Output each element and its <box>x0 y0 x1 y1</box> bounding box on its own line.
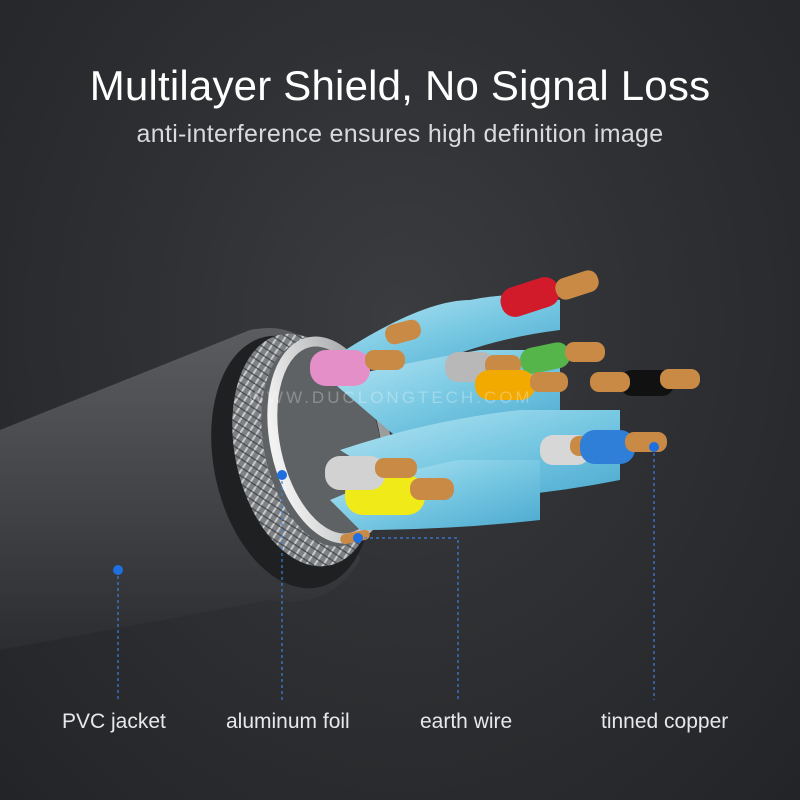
callout-leaders <box>113 442 659 700</box>
conductors <box>310 270 700 545</box>
callout-dot-aluminum-foil <box>277 470 287 480</box>
callout-dot-pvc-jacket <box>113 565 123 575</box>
headline-title: Multilayer Shield, No Signal Loss <box>89 62 711 109</box>
label-aluminum-foil: aluminum foil <box>226 710 350 733</box>
label-tinned-copper: tinned copper <box>601 710 729 733</box>
callout-dot-tinned-copper <box>649 442 659 452</box>
label-pvc-jacket: PVC jacket <box>62 710 166 733</box>
callout-dot-earth-wire <box>353 533 363 543</box>
watermark-text: WWW.DUCLONGTECH.COM <box>248 388 533 407</box>
label-earth-wire: earth wire <box>420 710 513 733</box>
headline-subtitle: anti-interference ensures high definitio… <box>136 120 664 148</box>
